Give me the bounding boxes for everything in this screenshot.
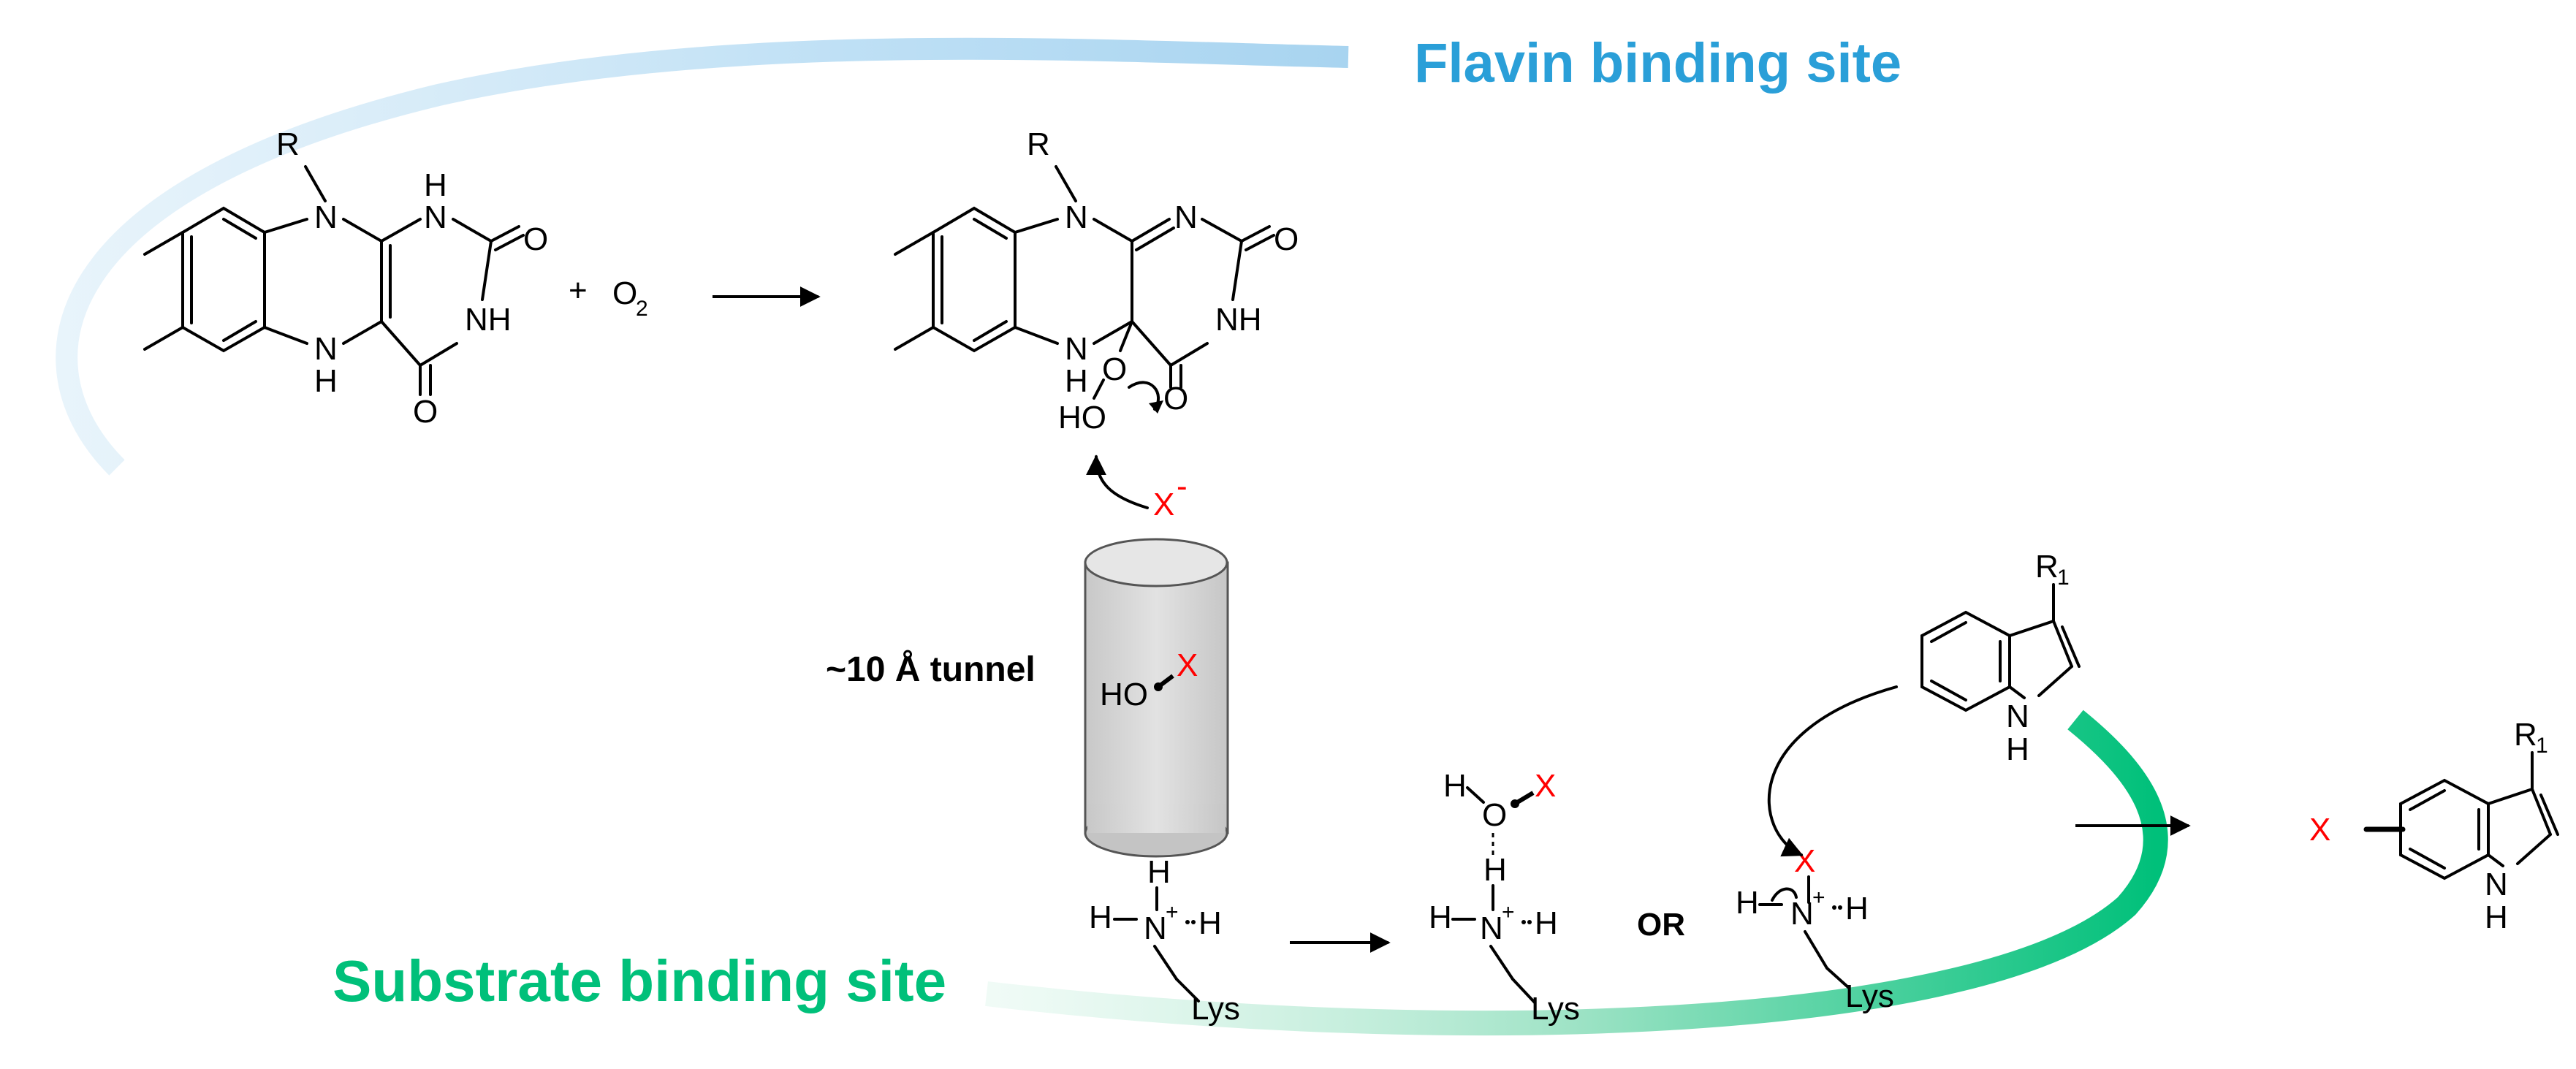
indole-attack-arrow: [1767, 685, 1898, 857]
lysine-3-chloramine: X H N + H Lys: [1736, 843, 1894, 1014]
lys1-h-right: H: [1198, 905, 1222, 941]
atom-h5: H: [314, 363, 338, 399]
lys2-label: Lys: [1531, 991, 1580, 1027]
lys3-h-left: H: [1736, 885, 1759, 921]
atom-n3h-2: NH: [1215, 302, 1262, 338]
indole-r-subscript: 1: [2057, 566, 2070, 590]
flavin-site-label: Flavin binding site: [1414, 32, 1901, 94]
lys1-n: N: [1144, 910, 1167, 946]
atom-n3h: NH: [465, 302, 512, 338]
atom-n1-2: N: [1174, 199, 1198, 235]
lys2-h-top: H: [1483, 852, 1507, 888]
reduced-flavin-structure: R N N H N H O NH O: [143, 126, 548, 430]
halide-charge: -: [1177, 468, 1188, 504]
indole-substrate: R 1 N H: [1920, 549, 2081, 767]
halogenated-indole-product: X R 1 N H: [2309, 717, 2559, 935]
hox-x: X: [1535, 768, 1556, 804]
lys3-x: X: [1794, 843, 1815, 879]
atom-n5-2: N: [1065, 331, 1088, 367]
atom-n10: N: [314, 199, 338, 235]
hox-h: H: [1443, 768, 1467, 804]
atom-o-peroxide: O: [1102, 351, 1127, 387]
substrate-site-arc: [985, 710, 2168, 1036]
tunnel-ho: HO: [1100, 677, 1148, 712]
lys3-plus: +: [1812, 886, 1825, 910]
lys2-n: N: [1480, 910, 1503, 946]
lys2-plus: +: [1502, 900, 1515, 924]
halide-attack-arrow: [1086, 454, 1149, 509]
atom-n10-2: N: [1065, 199, 1088, 235]
or-label: OR: [1637, 907, 1685, 943]
oxygen-subscript: 2: [636, 297, 648, 321]
lys3-n: N: [1790, 896, 1814, 932]
atom-o2: O: [523, 221, 548, 257]
atom-r: R: [276, 126, 300, 162]
lys1-label: Lys: [1191, 991, 1240, 1027]
substrate-site-label: Substrate binding site: [333, 948, 946, 1013]
lys3-label: Lys: [1845, 978, 1894, 1014]
product-r: R: [2514, 717, 2537, 753]
flavin-hydroperoxide-structure: R N N H N O NH O O HO: [894, 126, 1299, 435]
lysine-2-hox-complex: H O X H H N + H Lys: [1429, 768, 1580, 1027]
oxygen-o: O: [612, 275, 637, 311]
lys2-h-left: H: [1429, 899, 1452, 935]
hox-o: O: [1482, 797, 1507, 833]
lys2-h-right: H: [1535, 905, 1558, 941]
indole-n: N: [2006, 699, 2029, 734]
atom-h5-2: H: [1065, 363, 1088, 399]
tunnel-cylinder: [1084, 538, 1229, 858]
product-x: X: [2309, 812, 2330, 848]
tunnel-x: X: [1177, 647, 1198, 683]
atom-h1: H: [424, 167, 447, 203]
lys1-h-left: H: [1089, 899, 1112, 935]
halide-x: X: [1153, 487, 1174, 522]
product-n: N: [2485, 867, 2508, 902]
tunnel-label: ~10 Å tunnel: [826, 650, 1036, 689]
atom-o4-2: O: [1163, 381, 1188, 416]
lys1-plus: +: [1166, 900, 1179, 924]
plus-sign: +: [569, 273, 588, 308]
flavin-site-arc: [56, 37, 1349, 476]
product-nh: H: [2485, 899, 2508, 935]
indole-nh: H: [2006, 731, 2029, 767]
atom-o4: O: [413, 394, 438, 430]
atom-n5: N: [314, 331, 338, 367]
atom-n1: N: [424, 199, 447, 235]
atom-r-2: R: [1027, 126, 1050, 162]
indole-r: R: [2035, 549, 2059, 585]
atom-o2-2: O: [1274, 221, 1299, 257]
lysine-1: H H N + H Lys: [1089, 854, 1240, 1027]
product-r-subscript: 1: [2536, 734, 2548, 758]
lys1-h-top: H: [1147, 854, 1171, 890]
lys3-h-right: H: [1845, 891, 1869, 927]
atom-ho-peroxide: HO: [1058, 400, 1106, 435]
